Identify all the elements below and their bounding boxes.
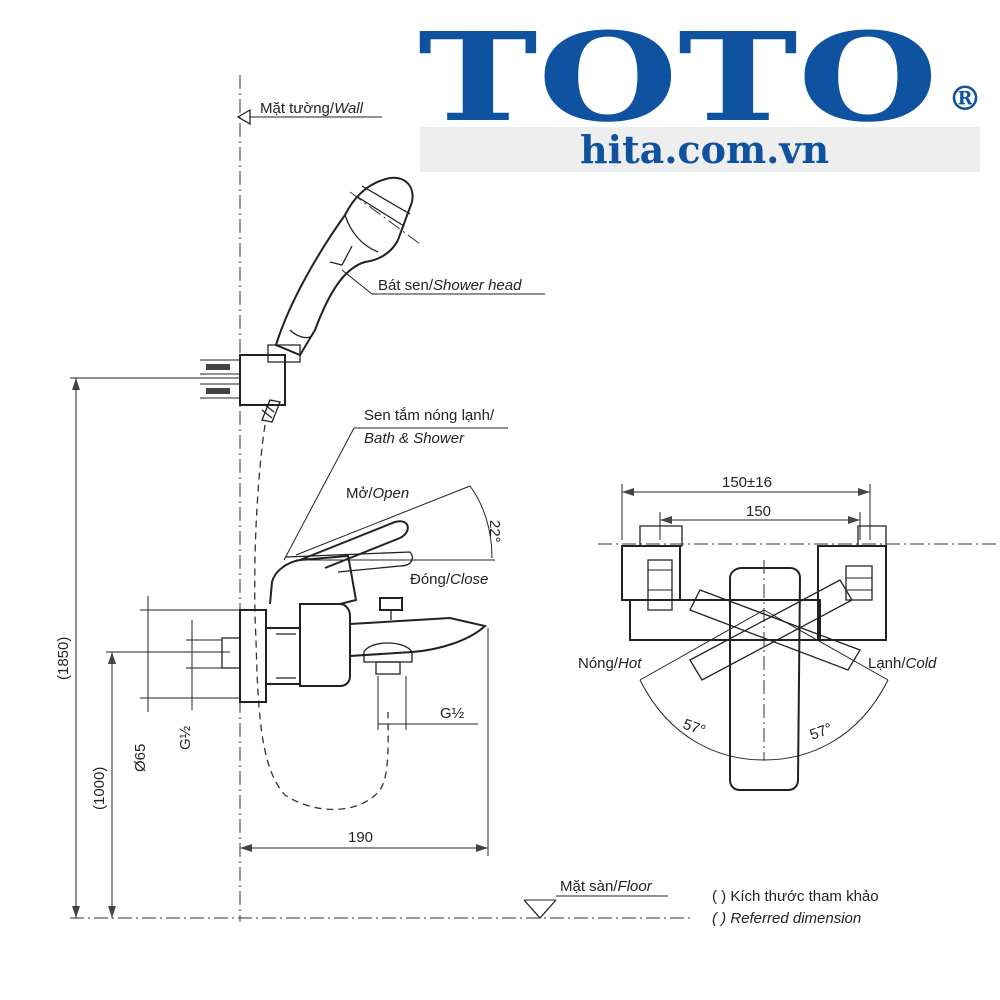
floor-line — [70, 895, 690, 919]
wall-label: Mặt tường/Wall — [260, 100, 364, 117]
open-label: Mở/Open — [346, 485, 409, 502]
bath-shower-label-1: Sen tắm nóng lạnh/ — [364, 407, 495, 424]
inlet-thread-label: G½ — [177, 725, 194, 750]
handle-angle-arc — [469, 485, 493, 559]
cold-inlet-fitting — [817, 525, 887, 641]
valve-height-dimension — [106, 651, 230, 918]
floor-label: Mặt sàn/Floor — [560, 878, 653, 895]
legend-line-1: ( ) Kích thước tham khảo — [712, 888, 879, 905]
valve-height-label: (1000) — [91, 767, 108, 810]
website-banner — [420, 127, 980, 172]
shower-head-leader — [341, 269, 373, 295]
hot-angle-label: 57° — [681, 716, 708, 740]
inlet-thread-dimension — [186, 620, 222, 710]
cold-label: Lạnh/Cold — [868, 655, 937, 672]
diameter-label: Ø65 — [132, 744, 149, 772]
diameter-dimension — [140, 596, 240, 712]
bath-shower-label-2: Bath & Shower — [364, 430, 465, 447]
close-label: Đóng/Close — [410, 571, 488, 588]
center-distance-dimensions — [621, 484, 871, 540]
shower-head-label: Bát sen/Shower head — [378, 277, 522, 294]
legend-line-2: ( ) Referred dimension — [712, 910, 861, 927]
center-label: 150 — [746, 503, 771, 520]
projection-label: 190 — [348, 829, 373, 846]
mixer-body-side — [221, 520, 488, 703]
outlet-thread-label: G½ — [440, 705, 465, 722]
hot-label: Nóng/Hot — [578, 655, 642, 672]
total-height-dimension — [70, 377, 240, 918]
website-url: hita.com.vn — [580, 127, 829, 172]
total-height-label: (1850) — [55, 637, 72, 680]
wall-line — [236, 75, 382, 922]
rotation-arc — [639, 609, 889, 761]
brand-logo: TOTO — [418, 5, 938, 149]
handle-angle-label: 22° — [486, 520, 503, 543]
shower-holder — [200, 344, 301, 423]
mixer-body-top — [629, 560, 861, 791]
center-tolerance-label: 150±16 — [722, 474, 772, 491]
brand-header: TOTO ® hita.com.vn — [418, 5, 982, 172]
open-line — [295, 485, 471, 556]
cold-angle-label: 57° — [808, 720, 835, 744]
hot-inlet-fitting — [621, 525, 683, 611]
shower-head — [274, 176, 421, 357]
registered-mark: ® — [948, 79, 982, 119]
projection-dimension — [240, 628, 489, 856]
bath-shower-leader — [283, 427, 355, 561]
shower-hose — [254, 424, 389, 811]
